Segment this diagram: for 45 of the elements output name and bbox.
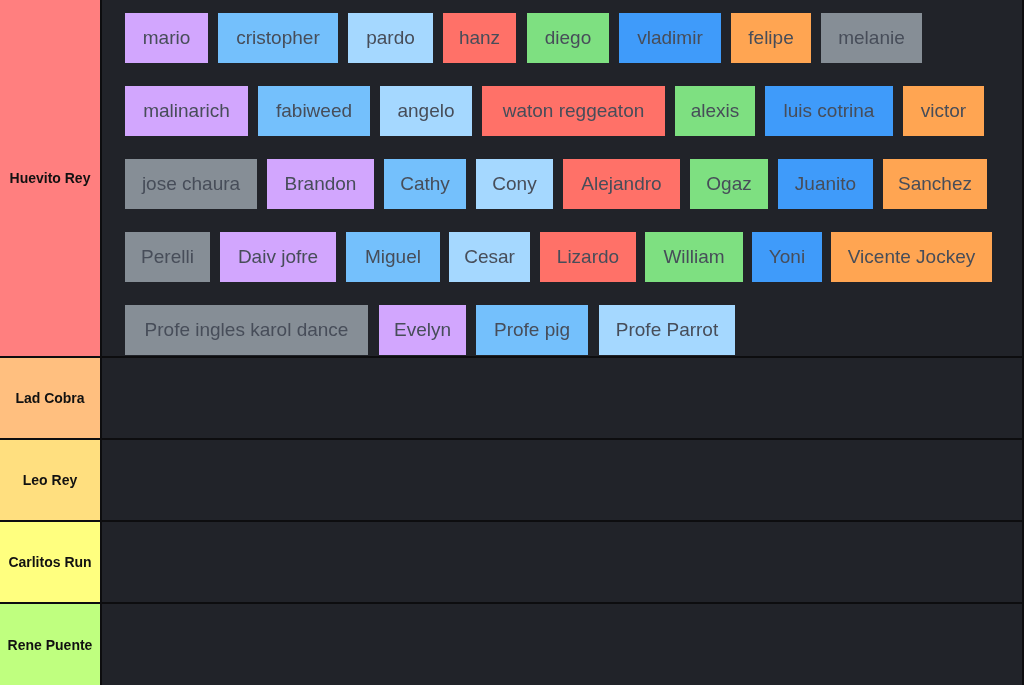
item-card: Evelyn xyxy=(379,305,466,355)
item-card: Cesar xyxy=(449,232,530,282)
item-card: cristopher xyxy=(218,13,338,63)
tier-row xyxy=(102,522,1022,602)
item-card: angelo xyxy=(380,86,472,136)
item-card: Profe Parrot xyxy=(599,305,735,355)
item-card: Ogaz xyxy=(690,159,768,209)
item-card: Alejandro xyxy=(563,159,680,209)
item-card: malinarich xyxy=(125,86,248,136)
item-card: William xyxy=(645,232,743,282)
item-card: Cathy xyxy=(384,159,466,209)
tier-row xyxy=(102,604,1022,685)
item-card: alexis xyxy=(675,86,755,136)
item-card: vladimir xyxy=(619,13,721,63)
item-card: hanz xyxy=(443,13,516,63)
item-card: Cony xyxy=(476,159,553,209)
item-card: melanie xyxy=(821,13,922,63)
tier-label: Carlitos Run xyxy=(0,522,100,602)
item-card: diego xyxy=(527,13,609,63)
item-card: fabiweed xyxy=(258,86,370,136)
item-card: Brandon xyxy=(267,159,374,209)
item-card: Profe ingles karol dance xyxy=(125,305,368,355)
tier-label: Rene Puente xyxy=(0,604,100,685)
item-card: felipe xyxy=(731,13,811,63)
item-card: Juanito xyxy=(778,159,873,209)
item-card: Yoni xyxy=(752,232,822,282)
tier-label: Leo Rey xyxy=(0,440,100,520)
tier-row xyxy=(102,358,1022,438)
item-card: Perelli xyxy=(125,232,210,282)
item-card: victor xyxy=(903,86,984,136)
tier-row xyxy=(102,0,1022,356)
tier-label: Lad Cobra xyxy=(0,358,100,438)
item-card: luis cotrina xyxy=(765,86,893,136)
tier-row xyxy=(102,440,1022,520)
item-card: mario xyxy=(125,13,208,63)
item-card: pardo xyxy=(348,13,433,63)
item-card: Miguel xyxy=(346,232,440,282)
item-card: waton reggeaton xyxy=(482,86,665,136)
item-card: jose chaura xyxy=(125,159,257,209)
item-card: Sanchez xyxy=(883,159,987,209)
item-card: Daiv jofre xyxy=(220,232,336,282)
item-card: Lizardo xyxy=(540,232,636,282)
item-card: Profe pig xyxy=(476,305,588,355)
tier-label: Huevito Rey xyxy=(0,0,100,356)
item-card: Vicente Jockey xyxy=(831,232,992,282)
